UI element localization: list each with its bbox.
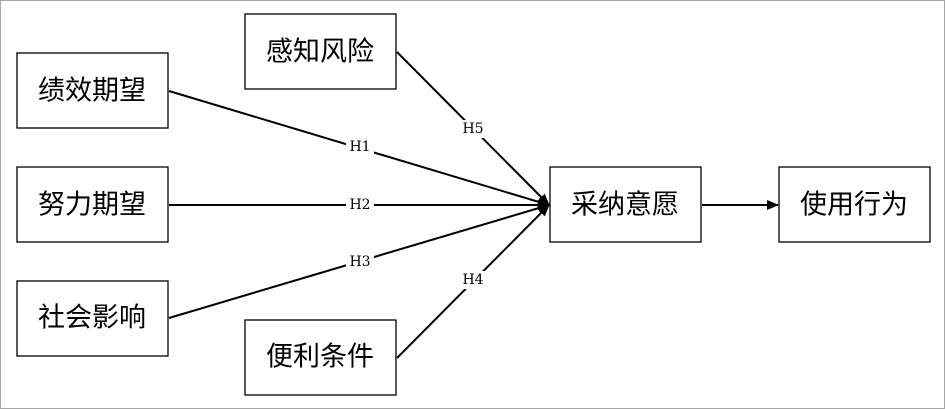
box-social-influence-label: 社会影响 [38,303,146,334]
hypothesis-h1-label: H1 [349,139,370,155]
hypothesis-labels: H1 H2 H3 H4 H5 [346,120,487,289]
box-social-influence: 社会影响 [16,280,169,357]
box-use-behavior: 使用行为 [778,166,931,243]
box-effort-expectancy-label: 努力期望 [38,190,146,221]
hypothesis-h2: H2 [346,196,374,214]
hypothesis-h4-label: H4 [462,272,483,288]
box-facilitating-conditions: 便利条件 [244,319,397,396]
box-performance-expectancy-label: 绩效期望 [38,76,146,107]
box-adoption-intention-label: 采纳意愿 [571,190,679,221]
hypothesis-h2-label: H2 [349,197,370,213]
hypothesis-h3: H3 [346,253,374,271]
hypothesis-h5: H5 [459,120,487,138]
box-facilitating-conditions-label: 便利条件 [266,342,374,373]
hypothesis-h5-label: H5 [462,121,483,137]
hypothesis-h4: H4 [459,271,487,289]
box-adoption-intention: 采纳意愿 [549,166,702,243]
box-effort-expectancy: 努力期望 [16,166,169,243]
box-use-behavior-label: 使用行为 [800,190,908,221]
box-performance-expectancy: 绩效期望 [16,52,169,129]
hypothesis-h3-label: H3 [349,254,370,270]
hypothesis-h1: H1 [346,138,374,156]
box-perceived-risk-label: 感知风险 [266,37,374,68]
box-perceived-risk: 感知风险 [244,13,397,90]
